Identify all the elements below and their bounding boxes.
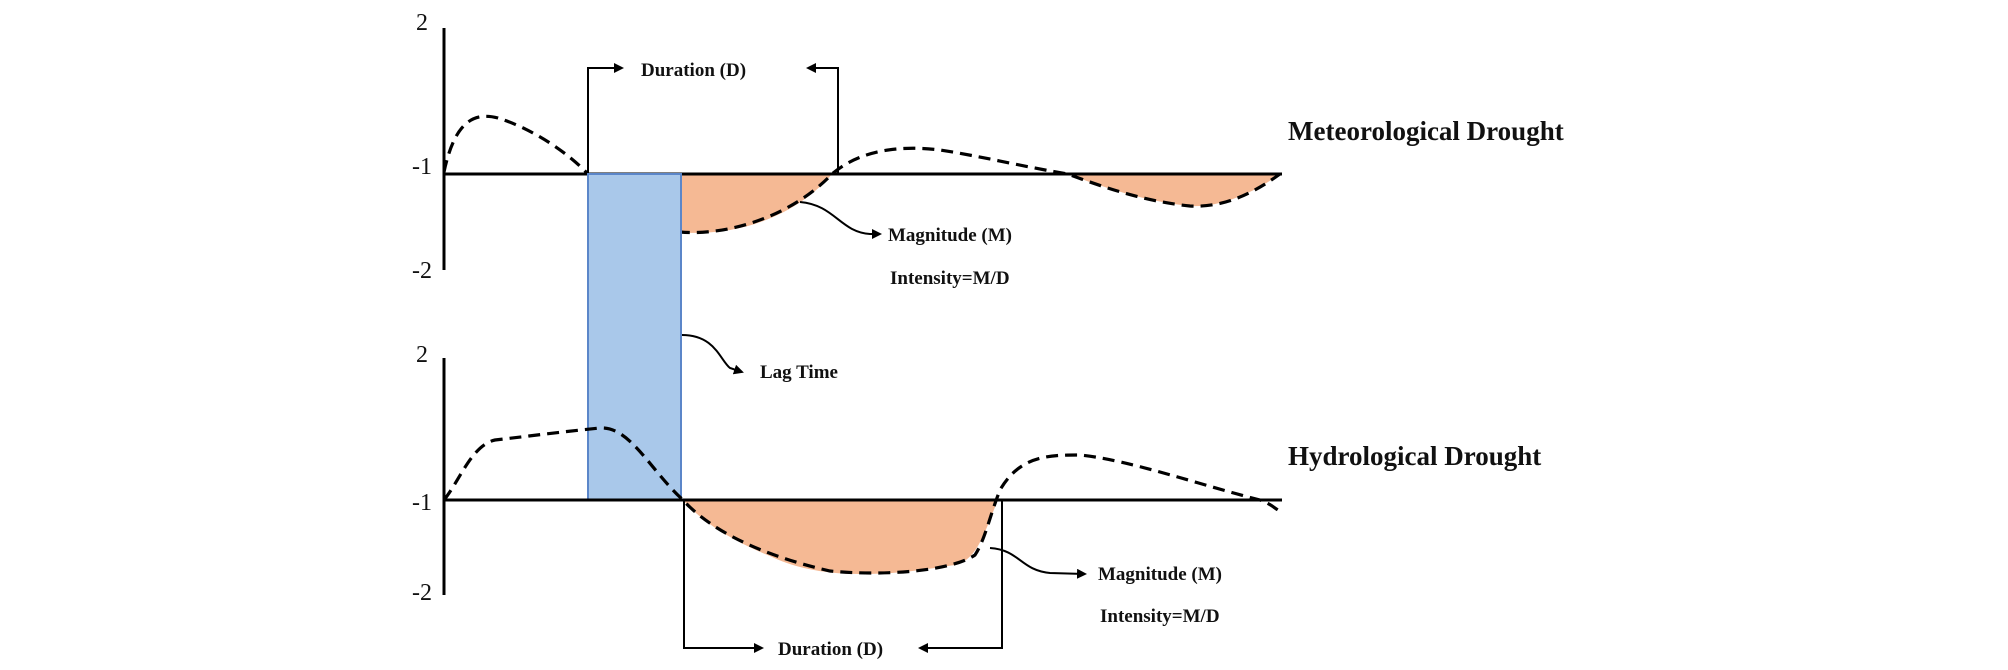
met-intensity-label: Intensity=M/D [890,268,1010,289]
met-deficit-area-1 [680,174,832,233]
hyd-magnitude-label: Magnitude (M) [1098,564,1222,585]
met-y-max-label: 2 [416,10,428,36]
hyd-index-curve [442,426,1283,575]
meteorological-panel: Duration (D) Magnitude (M) Intensity=M/D… [412,10,1564,289]
hyd-duration-arrow-left [683,500,764,653]
met-magnitude-pointer [799,201,882,239]
met-index-curve [442,114,1281,235]
lag-time-label: Lag Time [760,362,838,383]
met-duration-arrow-left [587,63,624,174]
lag-time-pointer [681,334,744,375]
hyd-y-baseline-label: -1 [412,490,432,516]
hyd-title: Hydrological Drought [1288,441,1541,471]
lag-time-rect [587,173,682,501]
met-duration-arrow-right [806,63,839,174]
met-title: Meteorological Drought [1288,116,1564,146]
hyd-y-max-label: 2 [416,342,428,368]
hyd-magnitude-pointer [989,547,1087,579]
met-deficit-area-2 [1068,174,1280,207]
hyd-duration-label: Duration (D) [778,639,883,660]
met-y-min-label: -2 [412,258,432,284]
met-y-baseline-label: -1 [412,154,432,180]
hyd-y-min-label: -2 [412,580,432,606]
hyd-intensity-label: Intensity=M/D [1100,606,1220,627]
hydrological-panel: Duration (D) Magnitude (M) Intensity=M/D… [412,342,1541,660]
lag-time-band: Lag Time [587,173,838,501]
met-duration-label: Duration (D) [641,60,746,81]
hyd-deficit-area [683,500,998,574]
met-magnitude-label: Magnitude (M) [888,225,1012,246]
